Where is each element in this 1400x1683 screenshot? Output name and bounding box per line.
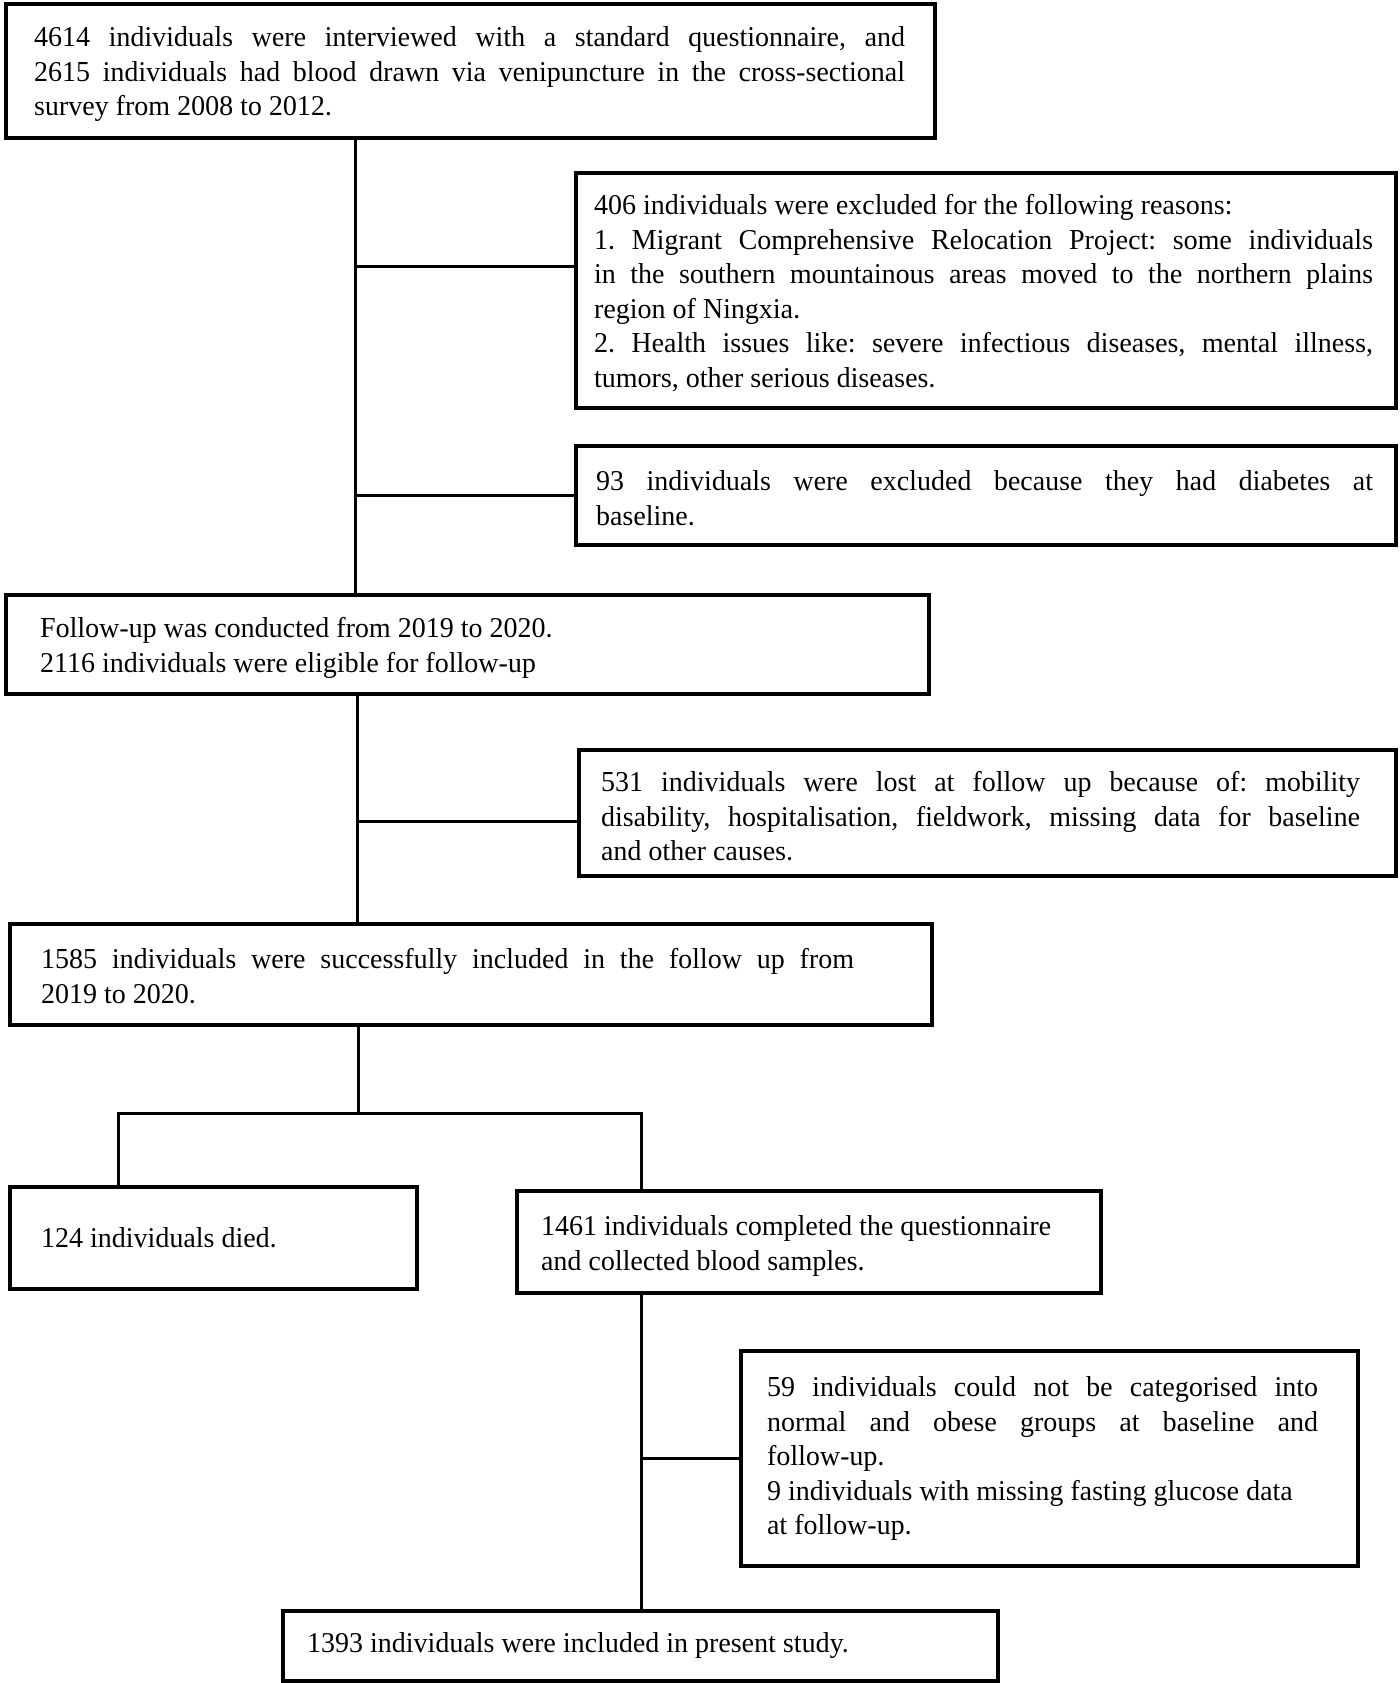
box-successfully-included: 1585 individuals were successfully inclu… xyxy=(8,922,934,1027)
connector-branch-lost xyxy=(356,820,577,823)
connector-branch-exclusion-reasons xyxy=(354,265,574,268)
box-exclusion-diabetes: 93 individuals were excluded because the… xyxy=(574,444,1398,547)
box-text-line: survey from 2008 to 2012. xyxy=(34,91,332,122)
connector-trunk-1 xyxy=(354,140,357,593)
box-follow-up-eligible: Follow-up was conducted from 2019 to 202… xyxy=(4,593,931,696)
box-text-line: in the southern mountainous areas moved … xyxy=(594,259,1373,290)
box-text-line: 2116 individuals were eligible for follo… xyxy=(40,647,536,679)
connector-trunk-3 xyxy=(357,1027,360,1114)
box-text-line: and other causes. xyxy=(601,836,794,867)
connector-trunk-2 xyxy=(356,696,359,922)
connector-trunk-4 xyxy=(640,1295,643,1609)
box-text-line: 1393 individuals were included in presen… xyxy=(307,1628,849,1659)
box-completed-questionnaire: 1461 individuals completed the questionn… xyxy=(515,1189,1103,1295)
box-text-line: at follow-up. xyxy=(767,1510,912,1541)
box-initial-survey: 4614 individuals were interviewed with a… xyxy=(4,2,937,140)
box-text-line: Follow-up was conducted from 2019 to 202… xyxy=(40,613,553,644)
box-text-line: disability, hospitalisation, fieldwork, … xyxy=(601,801,1360,833)
box-text-line: 9 individuals with missing fasting gluco… xyxy=(767,1475,1293,1507)
box-text-line: 2019 to 2020. xyxy=(41,978,196,1010)
box-text-line: 2. Health issues like: severe infectious… xyxy=(594,328,1373,359)
box-text-line: 406 individuals were excluded for the fo… xyxy=(594,190,1233,221)
box-text-line: 59 individuals could not be categorised … xyxy=(767,1372,1318,1403)
box-text-line: normal and obese groups at baseline and xyxy=(767,1406,1318,1438)
connector-branch-exclusion-diabetes xyxy=(354,494,574,497)
box-text-line: 1461 individuals completed the questionn… xyxy=(541,1211,1052,1242)
box-text-line: baseline. xyxy=(596,500,695,532)
box-lost-to-follow-up: 531 individuals were lost at follow up b… xyxy=(577,748,1398,878)
box-died: 124 individuals died. xyxy=(8,1185,419,1291)
connector-to-completed xyxy=(640,1112,643,1189)
box-exclusion-reasons: 406 individuals were excluded for the fo… xyxy=(574,171,1398,410)
box-not-categorised: 59 individuals could not be categorised … xyxy=(739,1349,1360,1568)
box-text-line: 124 individuals died. xyxy=(41,1223,277,1254)
box-text-line: 1. Migrant Comprehensive Relocation Proj… xyxy=(594,224,1373,256)
box-text-line: 1585 individuals were successfully inclu… xyxy=(41,944,854,975)
connector-branch-not-categorised xyxy=(640,1457,739,1460)
box-text-line: 4614 individuals were interviewed with a… xyxy=(34,22,905,53)
connector-split xyxy=(117,1112,643,1115)
box-text-line: 531 individuals were lost at follow up b… xyxy=(601,767,1360,798)
box-final-study: 1393 individuals were included in presen… xyxy=(281,1609,1000,1683)
box-text-line: tumors, other serious diseases. xyxy=(594,362,936,394)
box-text-line: follow-up. xyxy=(767,1441,885,1472)
box-text-line: and collected blood samples. xyxy=(541,1245,865,1277)
box-text-line: 93 individuals were excluded because the… xyxy=(596,466,1373,497)
connector-to-died xyxy=(117,1112,120,1185)
box-text-line: region of Ningxia. xyxy=(594,293,801,325)
box-text-line: 2615 individuals had blood drawn via ven… xyxy=(34,56,905,88)
